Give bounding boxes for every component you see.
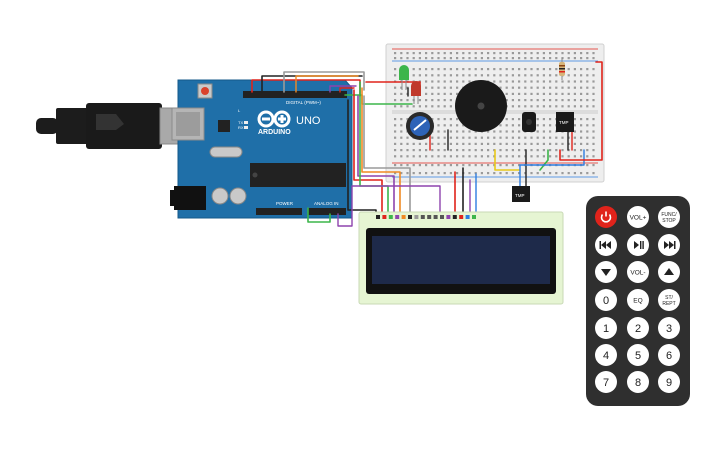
remote-key-label: 9 bbox=[666, 377, 672, 389]
arduino-uno-board[interactable]: ARDUINO UNO L TX RX DIGITAL (PWM~) POWER… bbox=[170, 79, 353, 219]
remote-up-arrow-key[interactable] bbox=[658, 261, 680, 283]
power-icon bbox=[600, 211, 612, 223]
ir-receiver[interactable] bbox=[522, 112, 536, 132]
rewind-icon bbox=[599, 241, 611, 249]
sensor-1-label: TMP bbox=[559, 120, 569, 125]
remote-key-label: 0 bbox=[603, 295, 609, 307]
remote-key-label: VOL- bbox=[630, 269, 645, 276]
lcd-pin-header bbox=[376, 215, 476, 219]
remote-key-1[interactable]: 1 bbox=[595, 317, 617, 339]
arduino-power-label: POWER bbox=[276, 201, 294, 206]
remote-play-pause-key[interactable] bbox=[627, 234, 649, 256]
arduino-digital-label: DIGITAL (PWM~) bbox=[286, 100, 321, 105]
potentiometer[interactable] bbox=[406, 112, 434, 140]
remote-key-4[interactable]: 4 bbox=[595, 344, 617, 366]
remote-key-2[interactable]: 2 bbox=[627, 317, 649, 339]
digital-header[interactable] bbox=[243, 91, 347, 98]
arduino-model-text: UNO bbox=[296, 115, 321, 127]
lcd-screen bbox=[372, 236, 550, 284]
red-led[interactable] bbox=[411, 81, 421, 104]
remote-power-key[interactable] bbox=[595, 206, 617, 228]
play-pause-icon bbox=[634, 241, 644, 249]
remote-fast-forward-key[interactable] bbox=[658, 234, 680, 256]
arduino-tx-label: TX bbox=[238, 120, 243, 125]
arduino-brand-text: ARDUINO bbox=[258, 129, 291, 136]
remote-key-label: EQ bbox=[633, 297, 642, 304]
up-arrow-icon bbox=[664, 268, 674, 275]
remote-rewind-key[interactable] bbox=[595, 234, 617, 256]
temperature-sensor-2[interactable]: TMP bbox=[512, 186, 530, 202]
remote-key-label: 4 bbox=[603, 350, 609, 362]
remote-key-func-stop[interactable]: FUNC/STOP bbox=[658, 206, 680, 228]
temperature-sensor-1[interactable]: TMP bbox=[556, 112, 574, 132]
remote-key-label: STOP bbox=[662, 218, 676, 224]
remote-key-vol[interactable]: VOL+ bbox=[627, 206, 649, 228]
ir-remote[interactable]: VOL+ FUNC/STOP VOL- 0 EQ ST/REPT 1 2 3 4 5 6 7 8 9 bbox=[586, 196, 690, 406]
remote-key-label: 2 bbox=[635, 323, 641, 335]
lcd-16x2-display[interactable] bbox=[358, 211, 564, 305]
remote-key-label: 3 bbox=[666, 323, 672, 335]
remote-key-label: 1 bbox=[603, 323, 609, 335]
remote-key-5[interactable]: 5 bbox=[627, 344, 649, 366]
sensor-2-label: TMP bbox=[515, 193, 525, 198]
remote-key-label: 7 bbox=[603, 377, 609, 389]
remote-key-6[interactable]: 6 bbox=[658, 344, 680, 366]
remote-key-label: REPT bbox=[662, 301, 675, 307]
analog-header[interactable] bbox=[308, 208, 346, 215]
usb-cable[interactable] bbox=[36, 103, 187, 149]
wires bbox=[251, 61, 603, 227]
atmega-chip bbox=[250, 163, 346, 187]
power-header[interactable] bbox=[256, 208, 302, 215]
down-arrow-icon bbox=[601, 269, 611, 276]
remote-key-label: 6 bbox=[666, 350, 672, 362]
green-led[interactable] bbox=[399, 65, 409, 90]
remote-key-vol[interactable]: VOL- bbox=[627, 261, 649, 283]
remote-key-8[interactable]: 8 bbox=[627, 371, 649, 393]
remote-key-st-rept[interactable]: ST/REPT bbox=[658, 289, 680, 311]
remote-key-0[interactable]: 0 bbox=[595, 289, 617, 311]
remote-key-label: FUNC/ bbox=[661, 212, 677, 218]
remote-key-label: 8 bbox=[635, 377, 641, 389]
remote-key-label: 5 bbox=[635, 350, 641, 362]
remote-key-label: ST/ bbox=[665, 295, 673, 301]
remote-key-eq[interactable]: EQ bbox=[627, 289, 649, 311]
remote-key-9[interactable]: 9 bbox=[658, 371, 680, 393]
resistor[interactable] bbox=[559, 58, 565, 80]
remote-down-arrow-key[interactable] bbox=[595, 261, 617, 283]
remote-key-7[interactable]: 7 bbox=[595, 371, 617, 393]
remote-key-label: VOL+ bbox=[630, 214, 647, 221]
remote-keypad: VOL+ FUNC/STOP VOL- 0 EQ ST/REPT 1 2 3 4 5 6 7 8 9 bbox=[595, 206, 680, 393]
arduino-logo-icon bbox=[257, 110, 291, 128]
piezo-buzzer[interactable] bbox=[455, 80, 507, 132]
arduino-rx-label: RX bbox=[238, 125, 244, 130]
fast-forward-icon bbox=[664, 241, 676, 249]
remote-key-3[interactable]: 3 bbox=[658, 317, 680, 339]
arduino-l-label: L bbox=[238, 108, 241, 113]
arduino-analog-label: ANALOG IN bbox=[314, 201, 339, 206]
